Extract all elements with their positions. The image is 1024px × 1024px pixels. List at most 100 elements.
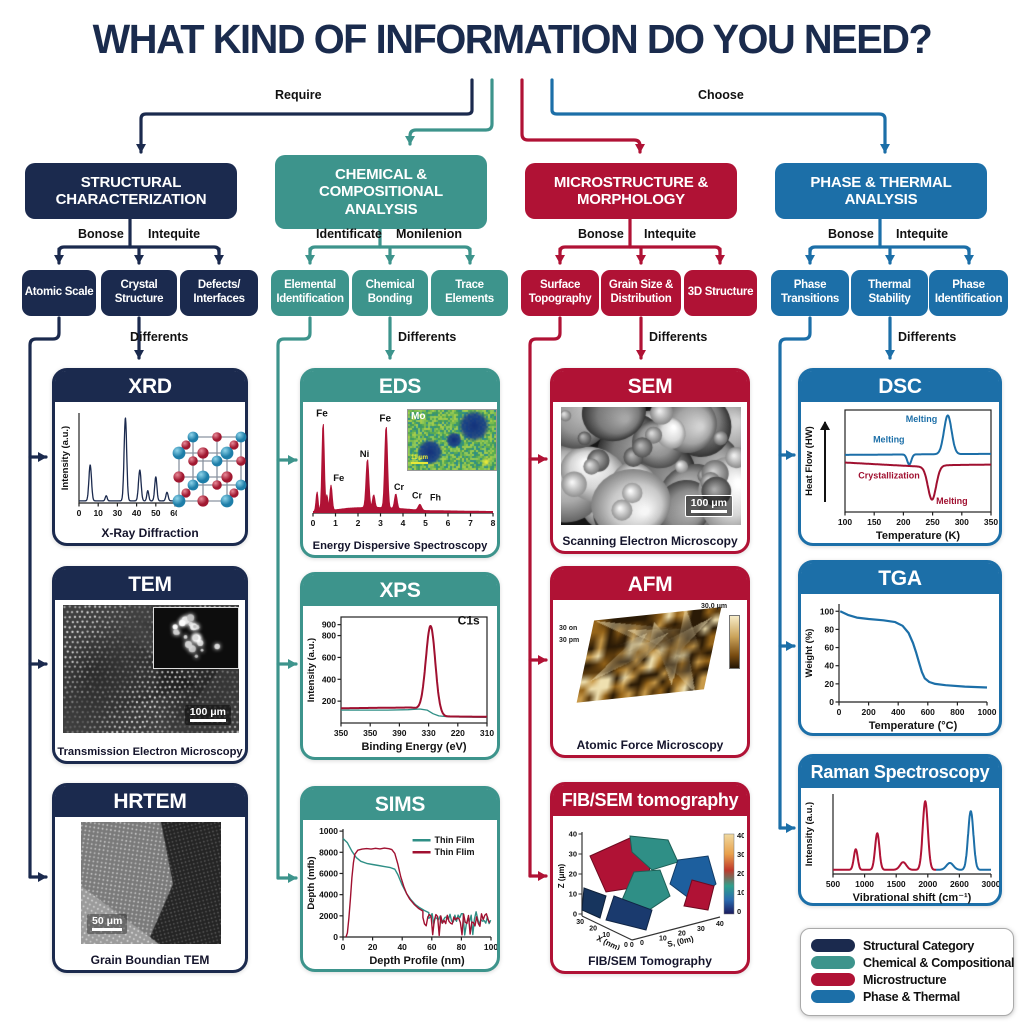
branch-label: Bonose — [578, 227, 624, 241]
annotation: Fe — [333, 473, 344, 484]
annotation: Fe — [379, 414, 391, 425]
x-tick-label: 400 — [891, 707, 905, 717]
afm-3d-surface: 30 on 30 pm 30,0 μm — [557, 603, 747, 731]
series-line — [844, 414, 992, 466]
card-xps-title: XPS — [303, 575, 497, 606]
legend-label: Thin Flim — [435, 847, 475, 857]
y-tick-label: 0 — [829, 697, 834, 707]
x-tick-label: 100 — [484, 942, 497, 952]
y-axis-label: Intensity (a.u.) — [60, 426, 71, 490]
card-afm: AFM 30 on 30 pm 30,0 μm Atomic Force Mic… — [550, 566, 750, 758]
x-tick-label: 2000 — [918, 879, 937, 889]
series-line — [340, 625, 488, 718]
y-tick-label: 80 — [825, 624, 835, 634]
x-tick-label: 1500 — [887, 879, 906, 889]
svg-text:20: 20 — [589, 926, 597, 933]
x-tick-label: 3000 — [982, 879, 999, 889]
x-tick-label: 390 — [392, 728, 406, 738]
y-tick-label: 20 — [825, 679, 835, 689]
svg-text:S, (0m): S, (0m) — [666, 934, 694, 949]
card-tem-caption: Transmission Electron Microscopy — [57, 746, 243, 758]
category-microstructure: MICROSTRUCTURE & MORPHOLOGY — [525, 163, 737, 219]
x-tick-label: 60 — [170, 508, 177, 518]
x-tick-label: 100 — [838, 517, 852, 527]
annotation: C1s — [458, 614, 480, 628]
series-line — [832, 800, 937, 871]
tem-diffraction-inset — [153, 607, 239, 669]
y-tick-label: 8000 — [319, 847, 338, 857]
hrtem-micrograph — [81, 822, 221, 944]
grain — [629, 835, 679, 871]
svg-text:0: 0 — [573, 910, 577, 919]
x-tick-label: 350 — [334, 728, 348, 738]
annotation: Crystallization — [858, 470, 920, 480]
branch-label: Bonose — [828, 227, 874, 241]
differents-label: Differents — [649, 330, 708, 344]
annotation: Ni — [360, 449, 370, 460]
x-axis-label: Vibrational shift (cm⁻¹) — [853, 892, 972, 904]
x-axis-label: Temperature (K) — [876, 530, 960, 542]
y-axis-label: Intensity (a.u.) — [306, 638, 317, 702]
svg-text:10: 10 — [737, 888, 744, 897]
sub-defects-interfaces: Defects/ Interfaces — [180, 270, 258, 316]
sub-elemental-identification: Elemental Identification — [271, 270, 349, 316]
category-chemical: CHEMICAL & COMPOSITIONAL ANALYSIS — [275, 155, 487, 229]
card-sims-title: SIMS — [303, 789, 497, 820]
series-line — [342, 837, 492, 936]
x-tick-label: 1 — [333, 518, 338, 528]
chart-svg: 01030405060Intensity (a.u.) — [60, 413, 180, 518]
branch-label: Intequite — [896, 227, 949, 241]
card-tga-title: TGA — [801, 563, 999, 594]
svg-text:20: 20 — [678, 931, 686, 938]
legend-swatch-chemical — [811, 956, 855, 969]
series-area — [313, 424, 493, 513]
legend-label: Thin Film — [435, 835, 475, 845]
card-fibsem-caption: FIB/SEM Tomography — [588, 954, 712, 968]
x-tick-label: 500 — [826, 879, 840, 889]
card-hrtem: HRTEM 50 μm Grain Boundian TEM — [52, 783, 248, 973]
afm-colorbar — [729, 615, 740, 669]
branch-label: Intequite — [148, 227, 201, 241]
eds-element-map — [407, 409, 497, 471]
legend-swatch-structural — [811, 939, 855, 952]
card-raman: Raman Spectroscopy 500 1000 1500 2000 2600 30… — [798, 754, 1002, 906]
x-tick-label: 5 — [423, 518, 428, 528]
x-tick-label: 150 — [867, 517, 881, 527]
x-tick-label: 7 — [468, 518, 473, 528]
x-tick-label: 600 — [921, 707, 935, 717]
legend-swatch-phase — [811, 990, 855, 1003]
svg-text:30: 30 — [576, 919, 584, 926]
x-tick-label: 220 — [451, 728, 465, 738]
x-tick-label: 50 — [151, 508, 161, 518]
card-afm-caption: Atomic Force Microscopy — [576, 738, 724, 752]
x-tick-label: 350 — [984, 517, 998, 527]
x-tick-label: 1000 — [855, 879, 874, 889]
card-raman-title: Raman Spectroscopy — [801, 757, 999, 788]
y-tick-label: 400 — [322, 674, 336, 684]
svg-text:0: 0 — [737, 907, 741, 916]
sub-trace-elements: Trace Elements — [431, 270, 508, 316]
legend-item: Chemical & Compositional — [811, 954, 1014, 971]
annotation: Cr — [412, 491, 422, 501]
legend-item: Structural Category — [811, 937, 1013, 954]
card-eds-title: EDS — [303, 371, 497, 402]
card-sem-title: SEM — [553, 371, 747, 402]
branch-label: Identificate — [316, 227, 382, 241]
plot-frame — [340, 616, 488, 724]
y-tick-label: 800 — [322, 631, 336, 641]
category-structural: STRUCTURAL CHARACTERIZATION — [25, 163, 237, 219]
sub-thermal-stability: Thermal Stability — [851, 270, 928, 316]
differents-label: Differents — [398, 330, 457, 344]
svg-text:40: 40 — [716, 921, 724, 928]
x-tick-label: 2600 — [950, 879, 969, 889]
